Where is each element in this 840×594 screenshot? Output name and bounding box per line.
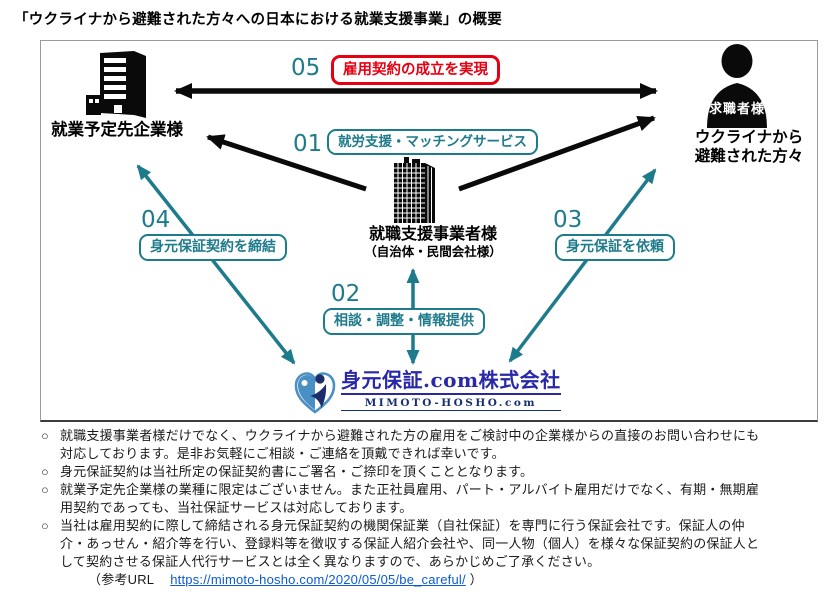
agency-label: 就職支援事業者様 [368, 226, 497, 243]
arrow-layer [136, 83, 658, 365]
note-item-4: ○ 当社は雇用契約に際して締結される身元保証契約の機関保証業（自社保証）を専門に… [30, 517, 832, 571]
reference-url-link[interactable]: https://mimoto-hosho.com/2020/05/05/be_c… [170, 572, 466, 587]
heart-logo-icon [294, 372, 336, 414]
jobseeker-overlay-label: 求職者様 [708, 101, 765, 116]
notes-section: ○ 就職支援事業者様だけでなく、ウクライナから避難された方の雇用をご検討中の企業… [30, 427, 832, 589]
note-text-2: 身元保証契約は当社所定の保証契約書にご署名・ご捺印を頂くこととなります。 [60, 464, 534, 479]
note-item-1: ○ 就職支援事業者様だけでなく、ウクライナから避難された方の雇用をご検討中の企業… [30, 427, 832, 463]
note-item-3: ○ 就業予定先企業様の業種に限定はございません。また正社員雇用、パート・アルバイ… [30, 481, 832, 517]
note-text-3: 就業予定先企業様の業種に限定はございません。また正社員雇用、パート・アルバイト雇… [60, 482, 760, 515]
note-bullet: ○ [41, 465, 49, 479]
page-title: 「ウクライナから避難された方々への日本における就業支援事業」の概要 [14, 12, 503, 28]
agency-sublabel: （自治体・民間会社様） [364, 245, 502, 259]
step-05-number: 05 [291, 55, 321, 81]
logo-company-name: 身元保証.com株式会社 [341, 369, 561, 395]
step-03-label-box: 身元保証を依頼 [555, 234, 675, 261]
step-02-label-box: 相談・調整・情報提供 [323, 308, 485, 335]
step-05-label-box: 雇用契約の成立を実現 [331, 55, 500, 85]
note-text-1: 就職支援事業者様だけでなく、ウクライナから避難された方の雇用をご検討中の企業様か… [60, 428, 760, 461]
reference-suffix: ） [469, 572, 483, 587]
company-building-icon [86, 51, 146, 118]
jobseeker-person-icon [707, 44, 767, 128]
step-04-number: 04 [141, 207, 171, 233]
arrow-01-to-jobseeker [458, 115, 656, 192]
arrow-04-guarantee-contract [136, 164, 296, 365]
jobseeker-label-line1: ウクライナから [694, 129, 804, 146]
note-bullet: ○ [41, 519, 49, 533]
step-03-number: 03 [553, 207, 583, 233]
step-01-number: 01 [293, 131, 323, 157]
arrow-03-guarantee-request [508, 168, 657, 363]
jobseeker-label: ウクライナから 避難された方々 [667, 128, 831, 167]
company-label: 就業予定先企業様 [51, 121, 183, 139]
diagram-panel: 就業予定先企業様 求職者様 ウクライナから 避難された方々 就職支援事業者様 （… [40, 40, 818, 422]
step-04-label-box: 身元保証契約を締結 [139, 234, 287, 261]
agency-building-icon [394, 157, 435, 223]
step-01-label-box: 就労支援・マッチングサービス [327, 129, 538, 156]
mimoto-hosho-logo: 身元保証.com株式会社 MIMOTO-HOSHO.com [293, 369, 561, 417]
note-bullet: ○ [41, 429, 49, 443]
logo-domain: MIMOTO-HOSHO.com [341, 396, 561, 411]
reference-prefix: （参考URL [88, 572, 155, 587]
jobseeker-label-line2: 避難された方々 [694, 148, 804, 166]
logo-text: 身元保証.com株式会社 MIMOTO-HOSHO.com [341, 369, 561, 411]
note-bullet: ○ [41, 483, 49, 497]
step-02-number: 02 [331, 281, 361, 307]
reference-line: （参考URL https://mimoto-hosho.com/2020/05/0… [30, 571, 832, 589]
arrow-01-to-company [206, 134, 367, 192]
note-text-4: 当社は雇用契約に際して締結される身元保証契約の機関保証業（自社保証）を専門に行う… [60, 518, 760, 569]
note-item-2: ○ 身元保証契約は当社所定の保証契約書にご署名・ご捺印を頂くこととなります。 [30, 463, 832, 481]
